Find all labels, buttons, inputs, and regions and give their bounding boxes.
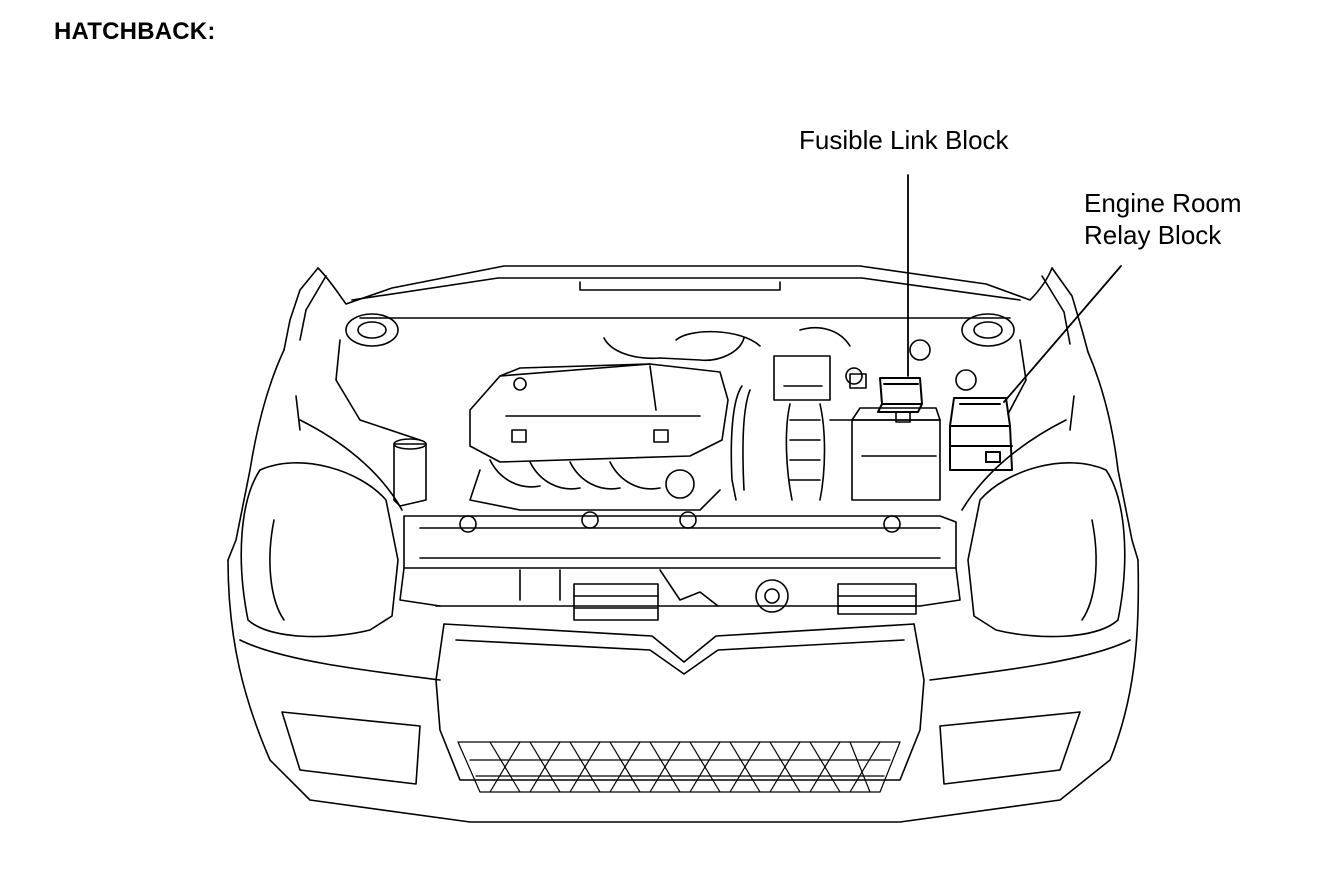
leader-lines (907, 174, 1122, 403)
engine-cover (469, 363, 729, 463)
reservoirs (393, 339, 977, 507)
engine-room-relay-block-label: Engine Room Relay Block (1084, 187, 1242, 251)
strut-towers (335, 313, 1027, 441)
fenders (227, 349, 1139, 561)
front-bumper (227, 559, 1140, 823)
air-intake-hoses (603, 326, 851, 501)
fusible-link-block (877, 377, 923, 413)
radiator-support (399, 511, 961, 607)
engine-room-relay-block-label-line1: Engine Room (1084, 188, 1242, 218)
lower-grille (457, 741, 901, 793)
intake-manifold (469, 459, 721, 511)
radiator-lower (435, 569, 921, 621)
diagram-title: HATCHBACK: (54, 18, 216, 45)
fusible-link-block-label: Fusible Link Block (799, 125, 1009, 155)
engine-room-relay-block-label-line2: Relay Block (1084, 220, 1222, 250)
engine-room-relay-block (949, 397, 1013, 471)
relay-block-leader-line (1003, 265, 1122, 403)
battery (829, 373, 941, 501)
hood-outline (283, 265, 1089, 353)
